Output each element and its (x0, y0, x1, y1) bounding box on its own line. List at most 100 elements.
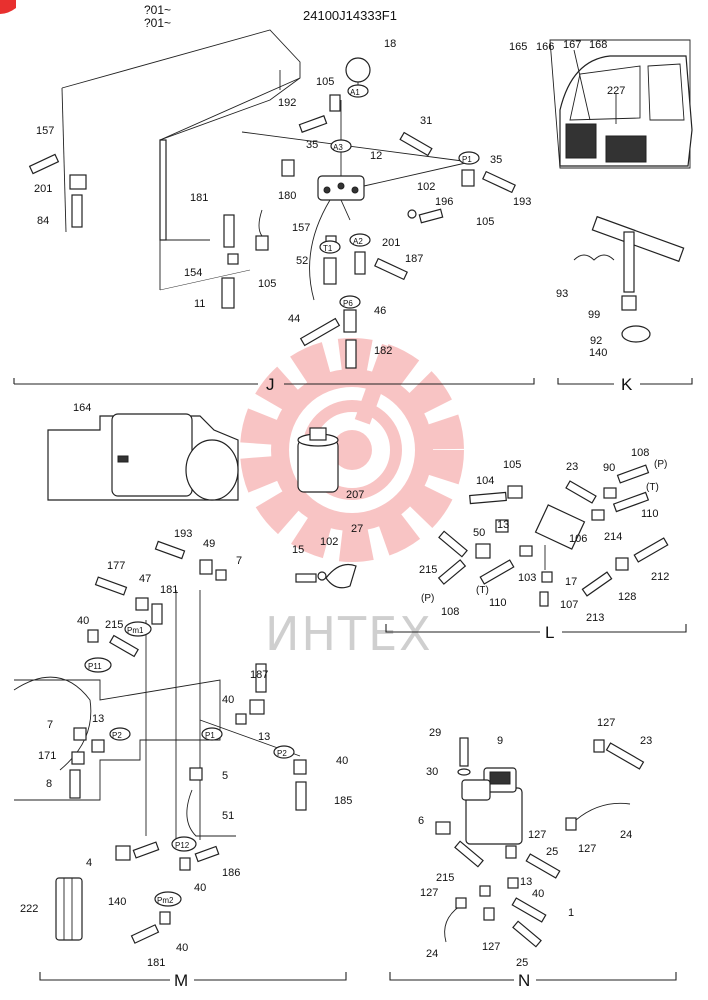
part-callout-m102: 102 (320, 536, 338, 548)
part-callout-j192: 192 (278, 97, 296, 109)
part-callout-j35a: 35 (306, 139, 318, 151)
serial-line-1: ?01~ (144, 3, 171, 17)
section-l: 108 (P) 23 90 (T) 105 104 110 13 50 214 … (385, 447, 687, 642)
part-callout-l90: 90 (603, 462, 615, 474)
part-callout-l108a: 108 (631, 447, 649, 459)
part-callout-m187: 187 (250, 669, 268, 681)
part-callout-T1: T1 (323, 244, 333, 253)
part-callout-j201b: 201 (382, 237, 400, 249)
part-callout-Pm1: Pm1 (127, 626, 144, 635)
part-callout-m7a: 7 (236, 555, 242, 567)
section-k: 165 166 167 168 227 93 99 92 140 K (509, 39, 693, 394)
part-callout-n24a: 24 (620, 829, 632, 841)
section-j: 18 105 A1 192 157 201 84 31 35 A3 12 P1 … (13, 29, 535, 394)
part-callout-k99: 99 (588, 309, 600, 321)
part-callout-l17: 17 (565, 576, 577, 588)
part-callout-l213: 213 (586, 612, 604, 624)
part-callout-A3: A3 (333, 143, 343, 152)
part-callout-T_L2: (T) (476, 585, 489, 596)
part-callout-j11: 11 (194, 298, 205, 310)
section-label-m: M (174, 971, 188, 990)
part-callout-j102: 102 (417, 181, 435, 193)
part-callout-m27: 27 (351, 523, 363, 535)
part-callout-j182: 182 (374, 345, 392, 357)
part-callout-n30: 30 (426, 766, 438, 778)
corner-logo-fragment (0, 0, 16, 14)
part-callout-m181b: 181 (147, 957, 165, 969)
part-callout-n24b: 24 (426, 948, 438, 960)
part-callout-j46: 46 (374, 305, 386, 317)
part-callout-n127d: 127 (420, 887, 438, 899)
part-callout-m51: 51 (222, 810, 234, 822)
part-callout-k168: 168 (589, 39, 607, 51)
section-label-j: J (266, 375, 275, 394)
part-callout-k167: 167 (563, 39, 581, 51)
part-callout-l214: 214 (604, 531, 622, 543)
part-callout-m207: 207 (346, 489, 364, 501)
part-callout-j105a: 105 (316, 76, 334, 88)
cab-panel-edge (159, 139, 167, 241)
part-callout-m40c: 40 (336, 755, 348, 767)
part-callout-n127b: 127 (528, 829, 546, 841)
part-callout-j44: 44 (288, 313, 300, 325)
part-callout-m164: 164 (73, 402, 91, 414)
part-callout-l110b: 110 (489, 597, 507, 609)
part-callout-Pm2: Pm2 (157, 896, 174, 905)
part-callout-m15: 15 (292, 544, 304, 556)
part-callout-l105: 105 (503, 459, 521, 471)
part-callout-l215: 215 (419, 564, 437, 576)
part-callout-l13: 13 (497, 519, 509, 531)
part-callout-j105b: 105 (476, 216, 494, 228)
part-callout-m13b: 13 (258, 731, 270, 743)
part-callout-m40a: 40 (77, 615, 89, 627)
part-callout-n6: 6 (418, 815, 424, 827)
watermark-gear-logo (240, 338, 464, 562)
part-callout-l107: 107 (560, 599, 578, 611)
part-callout-l23: 23 (566, 461, 578, 473)
part-callout-l104: 104 (476, 475, 494, 487)
part-callout-P_L1: (P) (654, 459, 667, 470)
part-callout-n13: 13 (520, 876, 532, 888)
part-callout-l128: 128 (618, 591, 636, 603)
part-callout-m181a: 181 (160, 584, 178, 596)
part-callout-P2: P2 (112, 731, 122, 740)
part-callout-m185: 185 (334, 795, 352, 807)
part-callout-m171: 171 (38, 750, 56, 762)
part-callout-m13a: 13 (92, 713, 104, 725)
part-callout-j180: 180 (278, 190, 296, 202)
part-callout-m40b: 40 (222, 694, 234, 706)
part-callout-j181: 181 (190, 192, 208, 204)
part-callout-n23: 23 (640, 735, 652, 747)
part-callout-m5: 5 (222, 770, 228, 782)
part-callout-l103: 103 (518, 572, 536, 584)
part-callout-P2b: P2 (277, 749, 287, 758)
part-callout-A2: A2 (353, 237, 363, 246)
part-callout-n127a: 127 (597, 717, 615, 729)
part-callout-n127c: 127 (578, 843, 596, 855)
part-callout-j84: 84 (37, 215, 49, 227)
part-callout-n25a: 25 (546, 846, 558, 858)
part-callout-P6: P6 (343, 299, 353, 308)
part-callout-A1: A1 (350, 88, 360, 97)
part-callout-P12: P12 (175, 841, 190, 850)
part-callout-m49: 49 (203, 538, 215, 550)
part-callout-j187: 187 (405, 253, 423, 265)
part-callout-n9: 9 (497, 735, 503, 747)
part-callout-k227: 227 (607, 85, 625, 97)
fuel-filter (297, 439, 339, 493)
part-callout-j154: 154 (184, 267, 202, 279)
part-callout-n1: 1 (568, 907, 574, 919)
part-callout-j31: 31 (420, 115, 432, 127)
part-callout-l110a: 110 (641, 508, 659, 520)
part-callout-n215: 215 (436, 872, 454, 884)
part-callout-l212: 212 (651, 571, 669, 583)
part-callout-j196: 196 (435, 196, 453, 208)
part-callout-j18: 18 (384, 38, 396, 50)
part-callout-j193: 193 (513, 196, 531, 208)
part-callout-m4: 4 (86, 857, 92, 869)
part-callout-P1: P1 (462, 155, 472, 164)
part-callout-m177: 177 (107, 560, 125, 572)
part-callout-P1m: P1 (205, 731, 215, 740)
part-callout-m193: 193 (174, 528, 192, 540)
